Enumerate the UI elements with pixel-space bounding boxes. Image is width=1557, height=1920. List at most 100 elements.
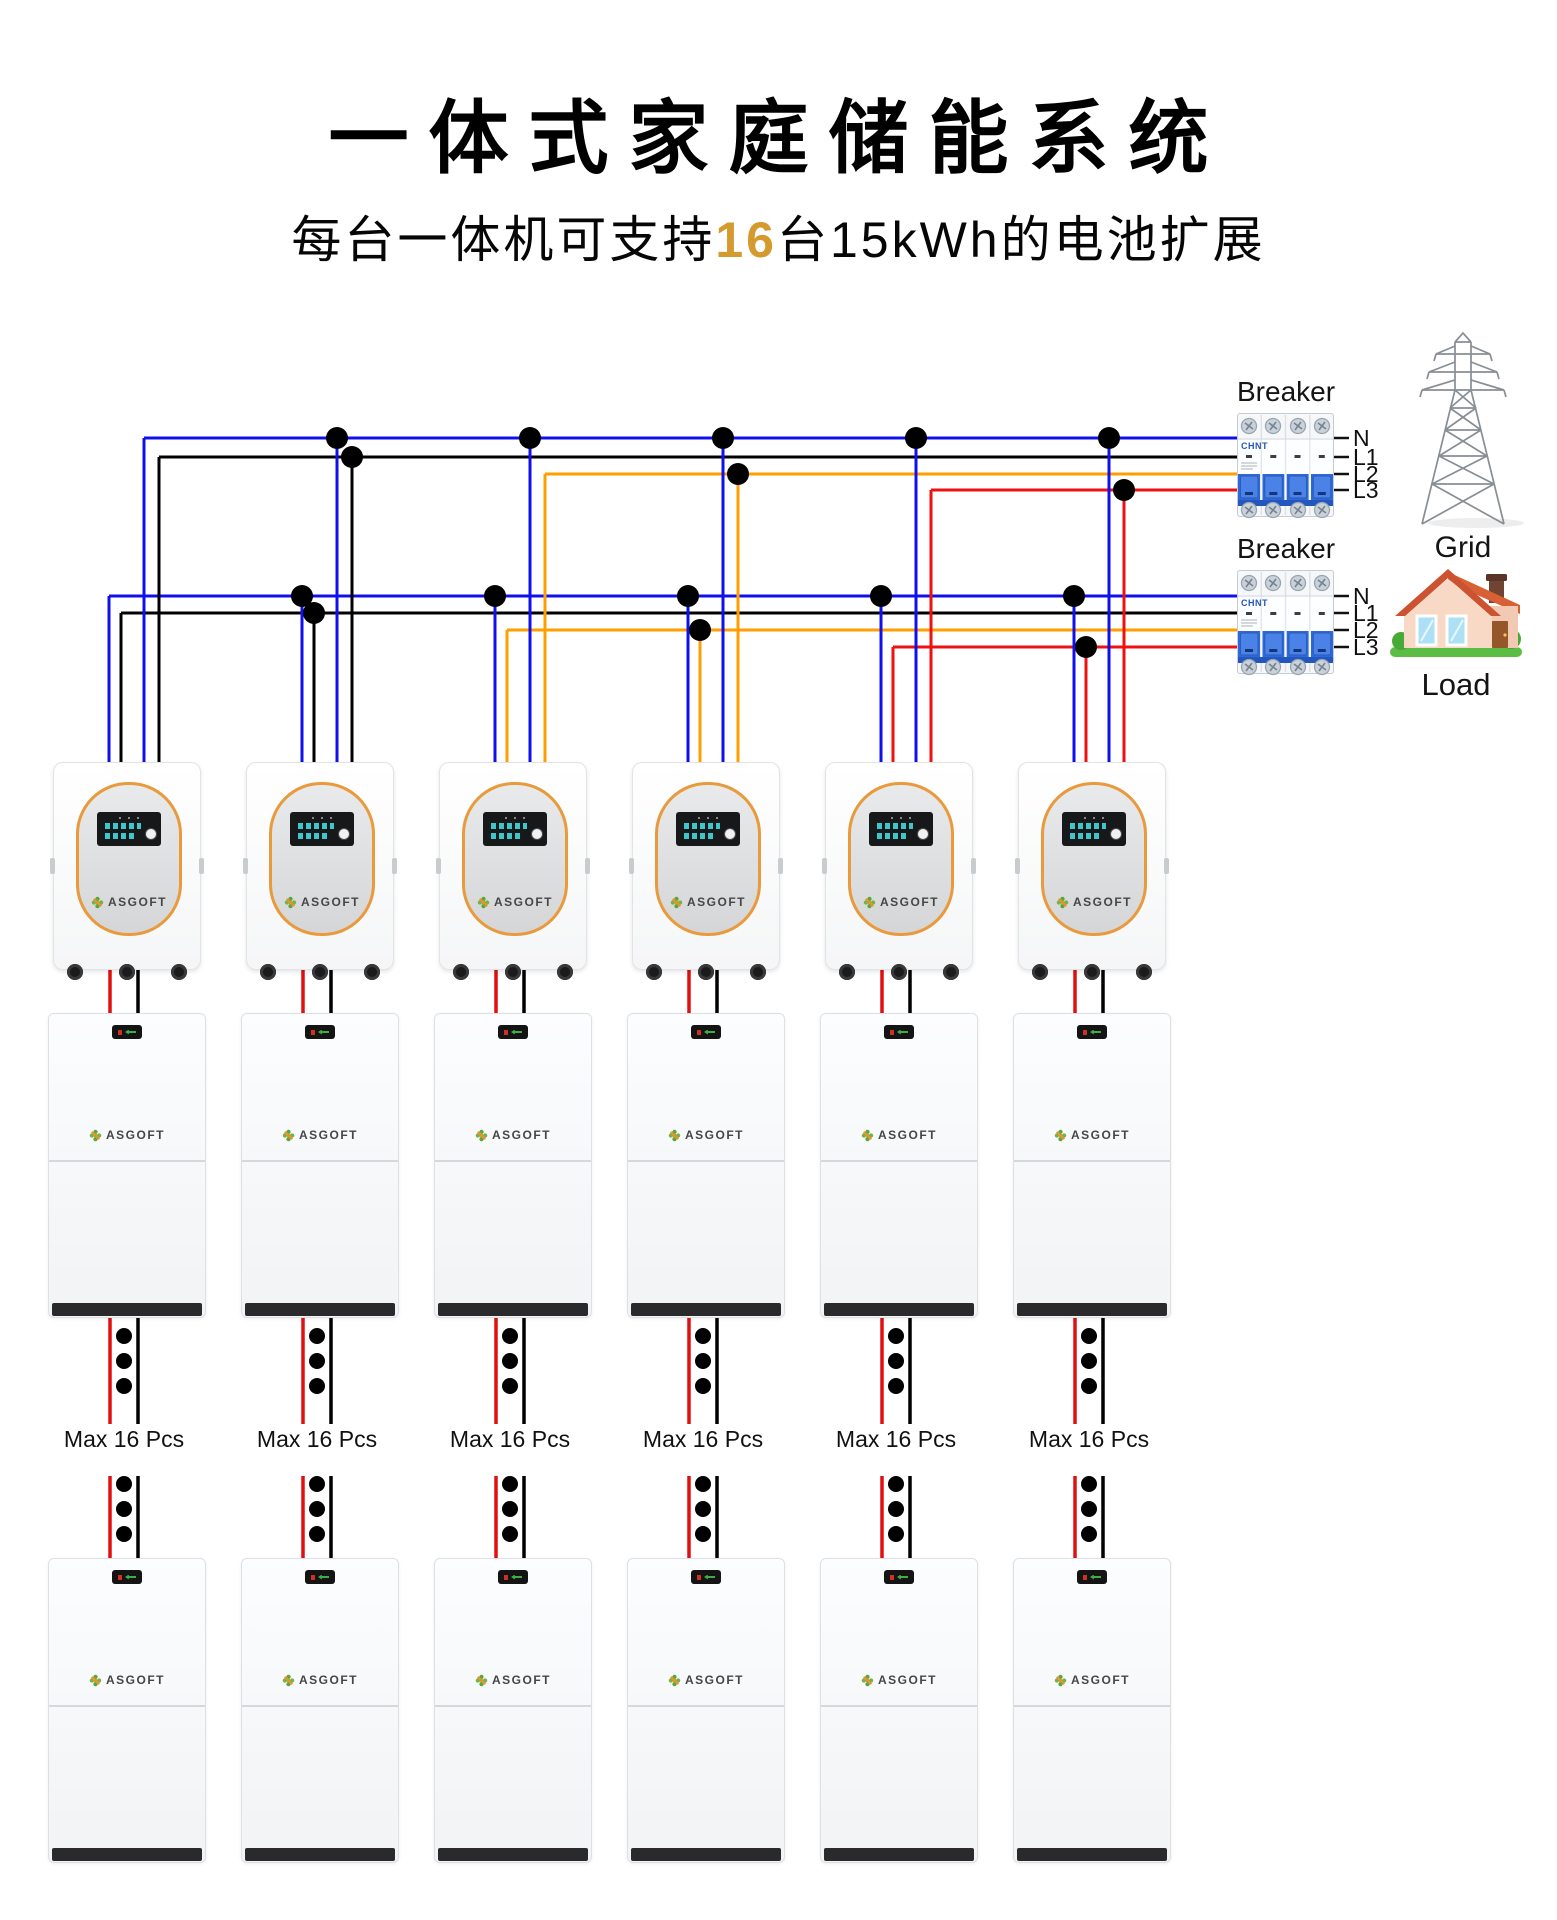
panel-seam: [242, 1160, 398, 1162]
battery-indicator: [498, 1570, 528, 1584]
battery-unit: ASGOFT: [48, 1013, 206, 1318]
battery-base: [438, 1303, 588, 1316]
caster-wheel-icon: [312, 964, 328, 980]
inverter-display: [676, 812, 740, 846]
panel-seam: [821, 1705, 977, 1707]
power-button-icon: [725, 829, 735, 839]
junction-dot: [1063, 585, 1085, 607]
continuation-dot: [888, 1378, 904, 1394]
flower-icon: [1054, 1674, 1067, 1686]
asgoft-logo: ASGOFT: [272, 895, 372, 909]
side-handle-icon: [436, 858, 441, 874]
red-led-icon: [890, 1029, 894, 1035]
lcd-digits: [1070, 823, 1106, 829]
junction-dot: [677, 585, 699, 607]
green-led-icon: [125, 1029, 136, 1035]
caster-wheel-icon: [839, 964, 855, 980]
flower-icon: [475, 1674, 488, 1686]
side-handle-icon: [1164, 858, 1169, 874]
battery-indicator: [305, 1570, 335, 1584]
battery-base: [631, 1303, 781, 1316]
battery-base: [824, 1303, 974, 1316]
brand-name: ASGOFT: [1071, 1128, 1130, 1142]
power-button-icon: [918, 829, 928, 839]
brand-name: ASGOFT: [1073, 895, 1132, 909]
green-led-icon: [704, 1029, 715, 1035]
lcd-digits: [105, 823, 141, 829]
wire-label-n: N: [1353, 583, 1370, 609]
green-led-icon: [318, 1574, 329, 1580]
asgoft-logo: ASGOFT: [242, 1128, 398, 1142]
continuation-dot: [695, 1526, 711, 1542]
brand-name: ASGOFT: [106, 1128, 165, 1142]
battery-base: [52, 1848, 202, 1861]
green-led-icon: [897, 1029, 908, 1035]
flower-icon: [668, 1674, 681, 1686]
red-led-icon: [118, 1029, 122, 1035]
red-led-icon: [504, 1029, 508, 1035]
continuation-dot: [1081, 1353, 1097, 1369]
caster-wheel-icon: [453, 964, 469, 980]
side-handle-icon: [629, 858, 634, 874]
red-led-icon: [697, 1029, 701, 1035]
lcd-digits: [491, 833, 521, 839]
wire-label-l3: L3: [1353, 477, 1379, 503]
caster-wheel-icon: [505, 964, 521, 980]
battery-base: [824, 1848, 974, 1861]
wire-label-l1: L1: [1353, 444, 1379, 470]
battery-indicator: [691, 1570, 721, 1584]
inverter-unit: ASGOFT: [822, 762, 976, 980]
asgoft-logo: ASGOFT: [1014, 1673, 1170, 1687]
asgoft-logo: ASGOFT: [465, 895, 565, 909]
caster-wheel-icon: [750, 964, 766, 980]
battery-base: [1017, 1303, 1167, 1316]
lcd-digits: [684, 833, 714, 839]
asgoft-logo: ASGOFT: [49, 1673, 205, 1687]
continuation-dot: [309, 1353, 325, 1369]
continuation-dot: [888, 1353, 904, 1369]
continuation-dot: [1081, 1378, 1097, 1394]
green-led-icon: [511, 1029, 522, 1035]
caster-wheel-icon: [646, 964, 662, 980]
battery-indicator: [112, 1025, 142, 1039]
asgoft-logo: ASGOFT: [1044, 895, 1144, 909]
grid-tower-icon: [1419, 332, 1525, 529]
max-pcs-label: Max 16 Pcs: [63, 1426, 185, 1452]
inverter-unit: ASGOFT: [436, 762, 590, 980]
brand-name: ASGOFT: [492, 1673, 551, 1687]
side-handle-icon: [822, 858, 827, 874]
continuation-dot: [502, 1526, 518, 1542]
status-leds-icon: [119, 817, 139, 819]
wire-label-l3: L3: [1353, 634, 1379, 660]
wire-label-l1: L1: [1353, 600, 1379, 626]
panel-seam: [628, 1705, 784, 1707]
junction-dot: [326, 427, 348, 449]
inverter-display: [97, 812, 161, 846]
asgoft-logo: ASGOFT: [435, 1128, 591, 1142]
flower-icon: [861, 1674, 874, 1686]
junction-dot: [303, 602, 325, 624]
continuation-dot: [116, 1378, 132, 1394]
brand-name: ASGOFT: [878, 1673, 937, 1687]
battery-unit: ASGOFT: [627, 1558, 785, 1863]
inverter-display: [869, 812, 933, 846]
flower-icon: [475, 1129, 488, 1141]
asgoft-logo: ASGOFT: [628, 1128, 784, 1142]
inverter-unit: ASGOFT: [243, 762, 397, 980]
battery-base: [245, 1303, 395, 1316]
max-pcs-label: Max 16 Pcs: [642, 1426, 764, 1452]
continuation-dot: [116, 1501, 132, 1517]
panel-seam: [435, 1160, 591, 1162]
side-handle-icon: [585, 858, 590, 874]
side-handle-icon: [778, 858, 783, 874]
inverter-display: [1062, 812, 1126, 846]
brand-name: ASGOFT: [301, 895, 360, 909]
continuation-dot: [116, 1328, 132, 1344]
page-subtitle: 每台一体机可支持16台15kWh的电池扩展: [0, 200, 1557, 272]
status-leds-icon: [1084, 817, 1104, 819]
flower-icon: [1056, 896, 1069, 908]
panel-seam: [435, 1705, 591, 1707]
battery-indicator: [884, 1570, 914, 1584]
battery-indicator: [1077, 1025, 1107, 1039]
